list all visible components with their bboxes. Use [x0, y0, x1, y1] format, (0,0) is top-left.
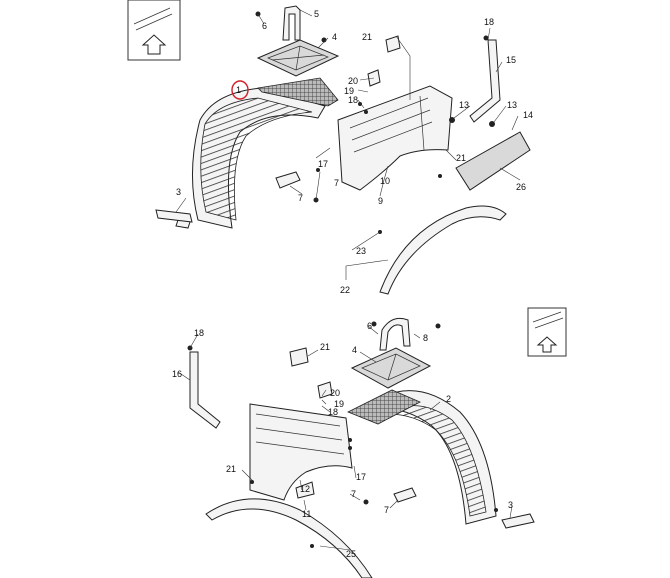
- callout-18a: 18: [484, 17, 494, 27]
- callout-3: 3: [508, 500, 513, 510]
- top-assembly: [155, 5, 531, 295]
- callout-20: 20: [330, 388, 340, 398]
- callout-22: 22: [340, 285, 350, 295]
- callout-17: 17: [356, 472, 366, 482]
- callout-7a: 7: [298, 193, 303, 203]
- callout-4: 4: [332, 32, 337, 42]
- callout-11: 11: [302, 509, 311, 519]
- callout-18b: 18: [348, 95, 358, 105]
- orientation-box-top: [127, 0, 181, 61]
- callout-26: 26: [516, 182, 526, 192]
- callout-15: 15: [506, 55, 516, 65]
- callout-6: 6: [367, 321, 372, 331]
- callout-18b: 18: [328, 407, 338, 417]
- callout-10: 10: [380, 176, 390, 186]
- callout-8: 8: [423, 333, 428, 343]
- callout-2: 2: [446, 394, 451, 404]
- callout-6: 6: [262, 21, 267, 31]
- callout-19: 19: [334, 399, 344, 409]
- arrow-up-icon: [141, 34, 167, 55]
- callout-5: 5: [314, 9, 319, 19]
- callout-21a: 21: [320, 342, 330, 352]
- callout-21b: 21: [226, 464, 236, 474]
- callout-21b: 21: [456, 153, 466, 163]
- callout-13a: 13: [459, 100, 469, 110]
- callout-16: 16: [172, 369, 182, 379]
- callout-14: 14: [523, 110, 533, 120]
- callout-23: 23: [356, 246, 366, 256]
- callout-21a: 21: [362, 32, 372, 42]
- callout-25: 25: [346, 549, 356, 559]
- callout-9: 9: [378, 196, 383, 206]
- callout-7b: 7: [384, 505, 389, 515]
- callout-3: 3: [176, 187, 181, 197]
- callout-12: 12: [300, 484, 310, 494]
- arrow-up-icon: [536, 336, 558, 353]
- highlight-circle: [231, 80, 249, 100]
- fasteners-top: [255, 11, 495, 234]
- callout-17: 17: [318, 159, 328, 169]
- callout-13b: 13: [507, 100, 517, 110]
- callout-18a: 18: [194, 328, 204, 338]
- callout-7b: 7: [334, 178, 339, 188]
- callout-20: 20: [348, 76, 358, 86]
- callouts-top: 1 3 4 5 6 7 7 9 10 13 13 14 15 17 18 18 …: [176, 9, 533, 295]
- bottom-assembly: [187, 317, 535, 578]
- callouts-bottom: 2 3 4 6 7 7 8 11 12 16 17 18 18 19 20 21…: [172, 321, 513, 559]
- callout-4: 4: [352, 345, 357, 355]
- callout-19: 19: [344, 86, 354, 96]
- orientation-box-bottom: [527, 307, 567, 357]
- callout-7a: 7: [351, 489, 356, 499]
- leader-lines: [175, 9, 521, 551]
- callout-1: 1: [236, 85, 241, 95]
